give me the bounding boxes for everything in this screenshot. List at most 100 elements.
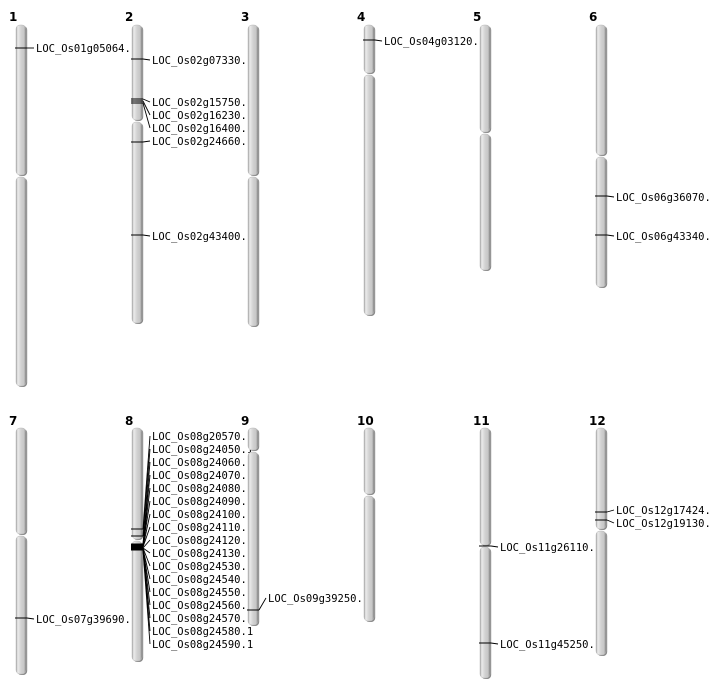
chromosome-10: 10: [357, 414, 376, 622]
gene-leader-line: [142, 547, 151, 567]
gene-label: LOC_Os02g16230.1: [152, 110, 253, 122]
chromosome-p-arm: [595, 427, 607, 530]
chromosome-q-arm: [595, 156, 607, 288]
gene-label: LOC_Os02g24660.1: [152, 136, 253, 148]
gene-leader-line: [142, 549, 151, 645]
gene-leader-line: [142, 500, 151, 547]
gene-label: LOC_Os09g39250.1: [268, 593, 369, 605]
gene-leader-line: [142, 140, 151, 143]
chromosome-p-arm: [247, 427, 259, 451]
gene-leader-line: [606, 234, 615, 237]
chromosome-q-arm: [479, 546, 491, 679]
chromosome-number: 12: [589, 414, 606, 428]
gene-leader-line: [142, 435, 151, 530]
gene-leader-line: [606, 509, 615, 513]
gene-label: LOC_Os11g45250.1: [500, 639, 601, 651]
gene-leader-line: [142, 448, 151, 537]
gene-leader-line: [142, 513, 151, 548]
gene-label: LOC_Os08g24080.1: [152, 483, 253, 495]
chromosome-p-arm: [479, 427, 491, 546]
chromosome-number: 7: [9, 414, 17, 428]
gene-label: LOC_Os08g24590.1: [152, 639, 253, 651]
gene-label: LOC_Os08g24120.1: [152, 535, 253, 547]
gene-leader-line: [258, 597, 267, 611]
chromosome-q-arm: [247, 451, 259, 626]
chromosome-8: 8LOC_Os08g20570.1LOC_Os08g24050.1LOC_Os0…: [125, 414, 253, 662]
gene-leader-line: [142, 526, 151, 548]
chromosome-3: 3: [241, 10, 260, 327]
gene-label: LOC_Os08g24570.1: [152, 613, 253, 625]
chromosome-number: 11: [473, 414, 490, 428]
chromosome-number: 3: [241, 10, 249, 24]
chromosome-number: 1: [9, 10, 17, 24]
chromosome-p-arm: [15, 24, 27, 176]
gene-leader-line: [142, 98, 151, 103]
chromosome-number: 2: [125, 10, 133, 24]
gene-leader-line: [490, 642, 499, 645]
gene-label: LOC_Os08g24090.1: [152, 496, 253, 508]
gene-label: LOC_Os08g24100.1: [152, 509, 253, 521]
chromosome-p-arm: [363, 24, 375, 74]
gene-leader-line: [142, 547, 151, 554]
gene-label: LOC_Os12g19130.1: [616, 518, 712, 530]
gene-leader-line: [606, 519, 615, 524]
gene-label: LOC_Os08g24560.1: [152, 600, 253, 612]
gene-leader-line: [142, 539, 151, 549]
chromosome-number: 10: [357, 414, 374, 428]
gene-label: LOC_Os01g05064.1: [36, 43, 137, 55]
chromosome-p-arm: [595, 24, 607, 156]
chromosome-5: 5: [473, 10, 492, 271]
gene-label: LOC_Os08g24540.1: [152, 574, 253, 586]
gene-label: LOC_Os04g03120.1: [384, 36, 485, 48]
gene-label: LOC_Os06g36070.1: [616, 192, 712, 204]
gene-label: LOC_Os08g24530.1: [152, 561, 253, 573]
gene-label: LOC_Os02g07330.1: [152, 55, 253, 67]
chromosome-p-arm: [363, 427, 375, 495]
gene-leader-line: [142, 234, 151, 237]
gene-label: LOC_Os06g43340.1: [616, 231, 712, 243]
gene-label: LOC_Os02g16400.1: [152, 123, 253, 135]
gene-label: LOC_Os08g24050.1: [152, 444, 253, 456]
gene-leader-line: [490, 545, 499, 548]
chromosome-p-arm: [131, 24, 143, 121]
chromosome-q-arm: [363, 495, 375, 622]
chromosome-q-arm: [15, 535, 27, 675]
gene-leader-line: [142, 100, 151, 116]
chromosome-2: 2LOC_Os02g07330.1LOC_Os02g15750.1LOC_Os0…: [125, 10, 253, 324]
gene-label: LOC_Os07g39690.1: [36, 614, 137, 626]
chromosome-q-arm: [15, 176, 27, 387]
gene-label: LOC_Os11g26110.1: [500, 542, 601, 554]
gene-label: LOC_Os02g15750.1: [152, 97, 253, 109]
gene-leader-line: [26, 617, 35, 620]
gene-label: LOC_Os08g24070.1: [152, 470, 253, 482]
gene-label: LOC_Os08g20570.1: [152, 431, 253, 443]
gene-label: LOC_Os08g24110.1: [152, 522, 253, 534]
gene-label: LOC_Os08g24550.1: [152, 587, 253, 599]
chromosome-p-arm: [131, 427, 143, 540]
gene-leader-line: [374, 39, 383, 42]
gene-label: LOC_Os08g24060.1: [152, 457, 253, 469]
chromosome-q-arm: [131, 540, 143, 662]
chromosome-q-arm: [247, 176, 259, 327]
chromosome-q-arm: [131, 121, 143, 324]
gene-leader-line: [142, 58, 151, 61]
gene-leader-line: [142, 102, 151, 129]
chromosome-number: 9: [241, 414, 249, 428]
gene-label: LOC_Os08g24580.1: [152, 626, 253, 638]
chromosome-q-arm: [363, 74, 375, 316]
chromosome-q-arm: [595, 530, 607, 656]
gene-leader-line: [606, 195, 615, 198]
gene-label: LOC_Os02g43400.1: [152, 231, 253, 243]
chromosome-p-arm: [479, 24, 491, 133]
chromosome-number: 4: [357, 10, 365, 24]
chromosome-q-arm: [479, 133, 491, 271]
chromosome-number: 6: [589, 10, 597, 24]
